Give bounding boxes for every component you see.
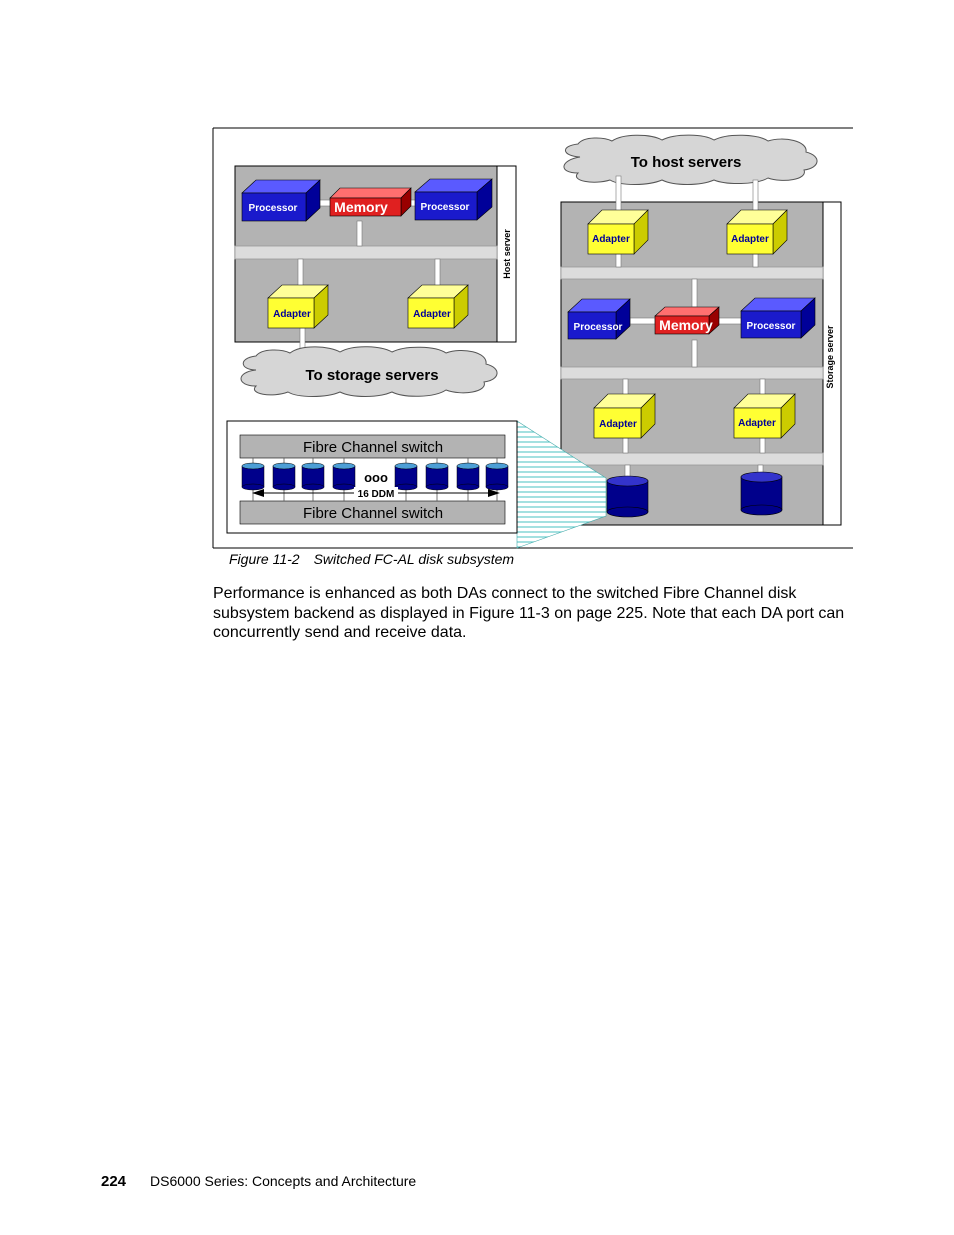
svg-text:Memory: Memory <box>659 317 713 333</box>
svg-text:Adapter: Adapter <box>273 309 311 320</box>
svg-text:Processor: Processor <box>747 321 796 332</box>
ddm-disk <box>485 462 509 491</box>
page-footer: 224 DS6000 Series: Concepts and Architect… <box>101 1173 416 1190</box>
storage-disk-right <box>740 471 783 516</box>
host-server-label: Host server <box>502 229 512 279</box>
fc-al-diagram: Host server Processor Memory Processor <box>212 127 853 549</box>
storage-processor-left: Processor <box>567 298 631 340</box>
svg-text:Adapter: Adapter <box>592 234 630 245</box>
storage-processor-right: Processor <box>740 297 816 339</box>
svg-text:Fibre Channel switch: Fibre Channel switch <box>303 439 443 456</box>
svg-text:Adapter: Adapter <box>731 234 769 245</box>
storage-adapter-top-left: Adapter <box>587 209 649 255</box>
svg-text:Fibre Channel switch: Fibre Channel switch <box>303 505 443 522</box>
svg-text:Adapter: Adapter <box>599 419 637 430</box>
host-server: Host server Processor Memory Processor <box>234 165 517 359</box>
svg-text:Processor: Processor <box>574 322 623 333</box>
page-number: 224 <box>101 1173 127 1190</box>
storage-bus-3 <box>560 452 824 466</box>
ddm-disk <box>332 462 356 491</box>
storage-server: Storage server Adapter Ad <box>560 175 842 526</box>
cloud-storage-servers: To storage servers <box>240 346 498 397</box>
ddm-disk <box>241 462 265 491</box>
book-title: DS6000 Series: Concepts and Architecture <box>150 1173 417 1189</box>
svg-text:Adapter: Adapter <box>413 309 451 320</box>
figure-title: Switched FC-AL disk subsystem <box>313 551 515 567</box>
storage-server-label: Storage server <box>825 325 835 389</box>
ddm-disk <box>456 462 480 491</box>
host-processor-left: Processor <box>241 179 321 222</box>
storage-memory: Memory <box>654 306 720 335</box>
cloud-host-servers: To host servers <box>563 134 818 185</box>
svg-text:Memory: Memory <box>334 199 388 215</box>
ddm-label: 16 DDM <box>358 489 395 500</box>
fc-switch-bottom <box>239 500 506 525</box>
storage-adapter-bottom-right: Adapter <box>733 393 796 439</box>
storage-adapter-bottom-left: Adapter <box>593 393 656 439</box>
svg-text:To storage servers: To storage servers <box>305 367 438 384</box>
svg-text:Processor: Processor <box>421 202 470 213</box>
figure-number: Figure 11-2 <box>229 551 300 567</box>
figure-caption: Figure 11-2 Switched FC-AL disk subsystem <box>229 551 514 567</box>
svg-text:Adapter: Adapter <box>738 418 776 429</box>
svg-text:To host servers: To host servers <box>631 154 742 171</box>
ddm-ellipsis: ooo <box>364 470 388 485</box>
storage-adapter-top-right: Adapter <box>726 209 788 255</box>
host-adapter-left: Adapter <box>267 284 329 329</box>
ddm-disk <box>272 462 296 491</box>
disk-subsystem: Fibre Channel switch Fibre Channel switc… <box>226 420 518 534</box>
storage-bus-1 <box>560 266 824 280</box>
body-paragraph: Performance is enhanced as both DAs conn… <box>213 585 845 641</box>
host-memory: Memory <box>329 187 412 217</box>
host-processor-right: Processor <box>414 178 493 221</box>
host-adapter-right: Adapter <box>407 284 469 329</box>
svg-text:Processor: Processor <box>249 203 298 214</box>
host-bus <box>234 245 498 260</box>
fc-switch-top <box>239 434 506 459</box>
ddm-disk <box>394 462 418 491</box>
storage-bus-2 <box>560 366 824 380</box>
storage-disk-left <box>606 475 649 518</box>
ddm-disk <box>425 462 449 491</box>
ddm-disk <box>301 462 325 491</box>
